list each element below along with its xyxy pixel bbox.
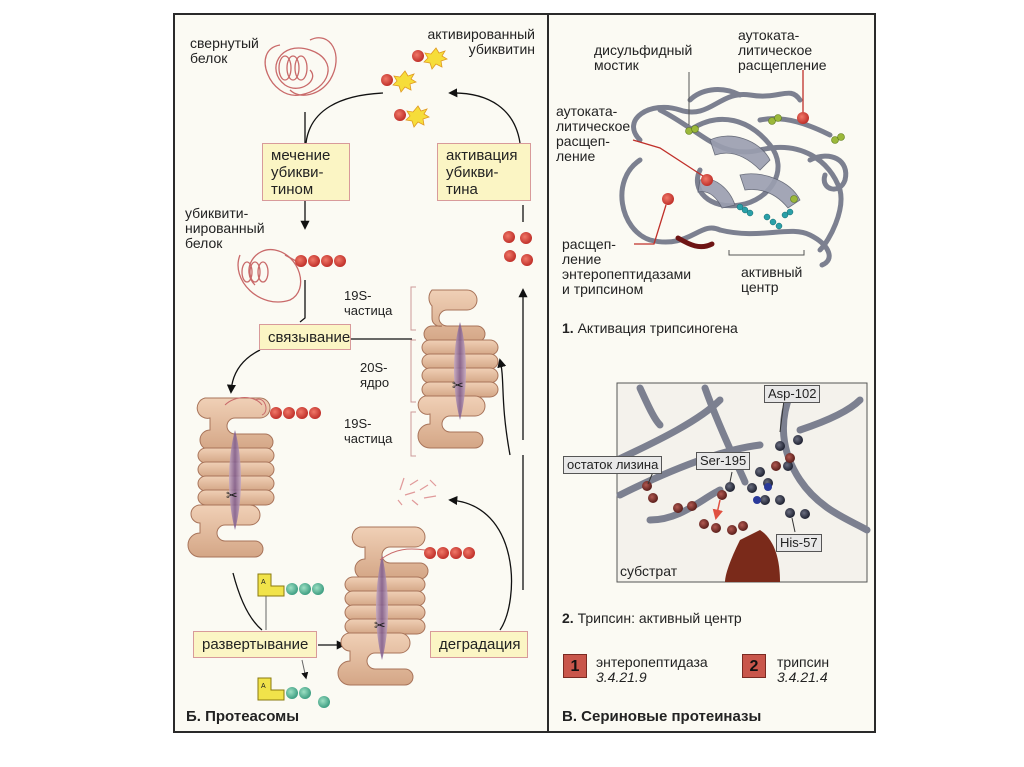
step-activation: активация убикви- тина <box>437 143 531 201</box>
attack-arrow <box>712 499 723 521</box>
active-site-backbone <box>613 384 871 534</box>
figure1-caption-text: Активация трипсиногена <box>577 320 738 336</box>
label-folded-protein: свернутый белок <box>190 35 259 66</box>
tag-his-57: His-57 <box>776 534 822 552</box>
svg-text:A: A <box>261 683 266 690</box>
active-site-atoms <box>642 435 810 535</box>
label-cleavage-enteropeptidase: расщеп- ление энтеропептидазами и трипси… <box>562 236 692 297</box>
activated-ubiquitin-group <box>381 47 448 128</box>
figure2-caption-text: Трипсин: активный центр <box>577 610 742 626</box>
step-degradation: деградация <box>430 631 528 658</box>
legend-name-1: энтеропептидаза <box>596 654 708 670</box>
ubiquitinated-protein-icon <box>237 249 346 303</box>
figure1-number: 1. <box>562 320 574 336</box>
panel-divider <box>547 13 549 733</box>
cycle-arrow-top-right <box>448 88 521 144</box>
trypsinogen-ribbons <box>697 135 801 209</box>
atp-icon: A <box>257 573 324 597</box>
panel-v-title: В. Сериновые протеиназы <box>562 708 762 725</box>
adp-icon: A <box>257 677 330 708</box>
label-disulfide-bridge: дисульфидный мостик <box>594 42 693 73</box>
substrate-shape <box>725 530 780 582</box>
tag-ser-195: Ser-195 <box>696 452 751 470</box>
arrow-to-unfolding <box>232 572 263 631</box>
proteasome-empty <box>417 289 499 449</box>
label-autocatalytic-cleavage-top: аутоката- литическое расщепление <box>738 27 827 73</box>
peptide-fragments-icon <box>397 477 437 506</box>
label-substrate: субстрат <box>620 563 678 579</box>
legend-badge-1: 1 <box>563 654 587 678</box>
label-ubiquitinated-protein: убиквити- нированный белок <box>185 205 265 251</box>
cleaved-peptide <box>675 235 715 250</box>
tag-asp-102: Asp-102 <box>764 385 821 403</box>
label-20s-core: 20S- ядро <box>360 360 390 390</box>
legend-name-2: трипсин <box>777 654 830 670</box>
folded-protein-icon <box>264 37 337 96</box>
svg-text:A: A <box>261 579 266 586</box>
ubiquitin-chain-bottom <box>424 547 475 559</box>
cycle-arrow-top-left <box>305 92 384 144</box>
figure1-caption: 1. Активация трипсиногена <box>562 320 738 336</box>
active-site-residues <box>736 203 794 230</box>
scissors-icon: ✂ <box>226 487 238 503</box>
arrow-to-empty-proteasome <box>497 358 511 456</box>
line-to-binding <box>299 280 306 323</box>
tag-lysine-residue: остаток лизина <box>563 456 663 474</box>
label-19s-bottom: 19S- частица <box>344 416 393 446</box>
legend-ec-1: 3.4.21.9 <box>596 669 647 685</box>
legend-badge-2: 2 <box>742 654 766 678</box>
figure2-number: 2. <box>562 610 574 626</box>
proteasome-with-protein <box>187 397 275 558</box>
label-19s-top: 19S- частица <box>344 288 393 318</box>
arrow-binding-down <box>226 349 261 394</box>
free-ubiquitin-balls <box>503 231 533 266</box>
step-binding: связывание <box>259 324 351 350</box>
label-active-center: активный центр <box>741 264 803 295</box>
step-unfolding: развертывание <box>193 631 317 658</box>
legend-ec-2: 3.4.21.4 <box>777 669 828 685</box>
label-autocatalytic-cleavage-left: аутоката- литическое расщеп- ление <box>556 103 631 164</box>
disulfide-bridges <box>685 114 845 203</box>
arrow-degradation-to-fragments <box>448 495 513 631</box>
trypsinogen-structure <box>619 87 849 268</box>
cleavage-sites <box>662 112 809 205</box>
proteasome-degrading <box>337 526 429 686</box>
label-activated-ubiquitin: активированный убиквитин <box>427 26 535 57</box>
panel-b-title: Б. Протеасомы <box>186 708 300 725</box>
step-labeling: мечение убикви- тином <box>262 143 350 201</box>
scissors-icon: ✂ <box>452 377 464 393</box>
ubiquitin-chain-left <box>270 407 321 419</box>
figure2-caption: 2. Трипсин: активный центр <box>562 610 742 626</box>
scissors-icon: ✂ <box>374 617 386 633</box>
